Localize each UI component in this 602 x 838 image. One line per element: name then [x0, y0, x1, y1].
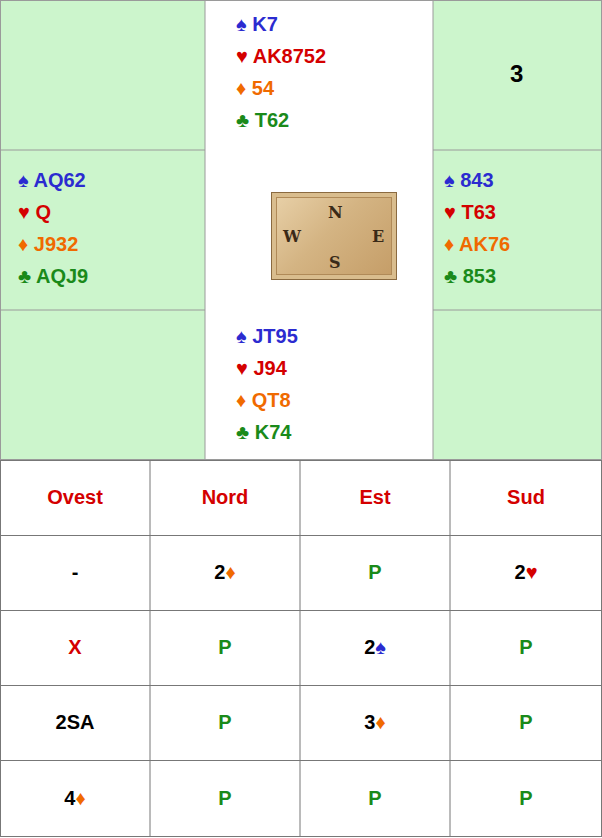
bid: P — [519, 636, 532, 659]
auction-cell: Sud — [450, 460, 602, 535]
auction-cell: 3♦ — [300, 685, 450, 760]
hand-line: ♠ AQ62 — [18, 166, 86, 194]
compass-letter: E — [372, 229, 384, 245]
hand-line: ♠ 843 — [444, 166, 494, 194]
bid: P — [368, 787, 381, 810]
bid: 4♦ — [64, 787, 85, 810]
hand-line: ♣ 853 — [444, 262, 496, 290]
auction-cell: P — [150, 610, 300, 685]
auction-cell: - — [0, 535, 150, 610]
seat-header: Ovest — [47, 486, 103, 509]
cell-fill — [0, 150, 205, 310]
seat-header: Sud — [507, 486, 545, 509]
bid: - — [72, 561, 79, 584]
cell-fill — [433, 0, 602, 150]
auction-cell: P — [300, 760, 450, 836]
hand-line: ♥ AK8752 — [236, 42, 326, 70]
auction-cell: P — [450, 610, 602, 685]
auction-cell: Ovest — [0, 460, 150, 535]
auction-cell: P — [450, 685, 602, 760]
auction-cell: X — [0, 610, 150, 685]
bid: P — [218, 711, 231, 734]
hand-line: ♦ QT8 — [236, 386, 291, 414]
bid: X — [68, 636, 81, 659]
bid: P — [218, 787, 231, 810]
hand-line: ♣ K74 — [236, 418, 291, 446]
cell-fill — [433, 150, 602, 310]
compass-letter: N — [328, 205, 343, 221]
hand-line: ♦ AK76 — [444, 230, 510, 258]
hand-line: ♣ T62 — [236, 106, 289, 134]
hand-line: ♦ 54 — [236, 74, 274, 102]
compass-letter: S — [329, 255, 341, 271]
seat-header: Nord — [202, 486, 249, 509]
auction-cell: 2♠ — [300, 610, 450, 685]
hand-line: ♦ J932 — [18, 230, 78, 258]
grid-lines — [0, 0, 602, 460]
hand-line: ♠ JT95 — [236, 322, 298, 350]
hand-line: ♥ T63 — [444, 198, 496, 226]
bid: 2♦ — [214, 561, 235, 584]
seat-header: Est — [359, 486, 390, 509]
compass-box: N W E S — [271, 192, 397, 280]
bid: 2♠ — [364, 636, 386, 659]
cell-fill — [433, 310, 602, 460]
auction-cell: 4♦ — [0, 760, 150, 836]
auction-cell: P — [150, 685, 300, 760]
board-number: 3 — [510, 60, 523, 88]
auction-cell: 2♥ — [450, 535, 602, 610]
auction-cell: 2♦ — [150, 535, 300, 610]
bid: 3♦ — [364, 711, 385, 734]
compass-letter: W — [283, 229, 301, 245]
auction-cell: Nord — [150, 460, 300, 535]
auction-cell: P — [300, 535, 450, 610]
auction-cell: P — [150, 760, 300, 836]
bid: 2SA — [56, 711, 95, 734]
auction-cell: 2SA — [0, 685, 150, 760]
auction-cell: Est — [300, 460, 450, 535]
bid: P — [519, 787, 532, 810]
bid: P — [218, 636, 231, 659]
hand-line: ♣ AQJ9 — [18, 262, 88, 290]
hand-line: ♠ K7 — [236, 10, 278, 38]
bid: 2♥ — [515, 561, 538, 584]
hand-line: ♥ J94 — [236, 354, 287, 382]
cell-fill — [0, 0, 205, 150]
auction-grid — [0, 460, 602, 837]
bid: P — [368, 561, 381, 584]
hand-line: ♥ Q — [18, 198, 51, 226]
auction-cell: P — [450, 760, 602, 836]
bid: P — [519, 711, 532, 734]
cell-fill — [0, 310, 205, 460]
